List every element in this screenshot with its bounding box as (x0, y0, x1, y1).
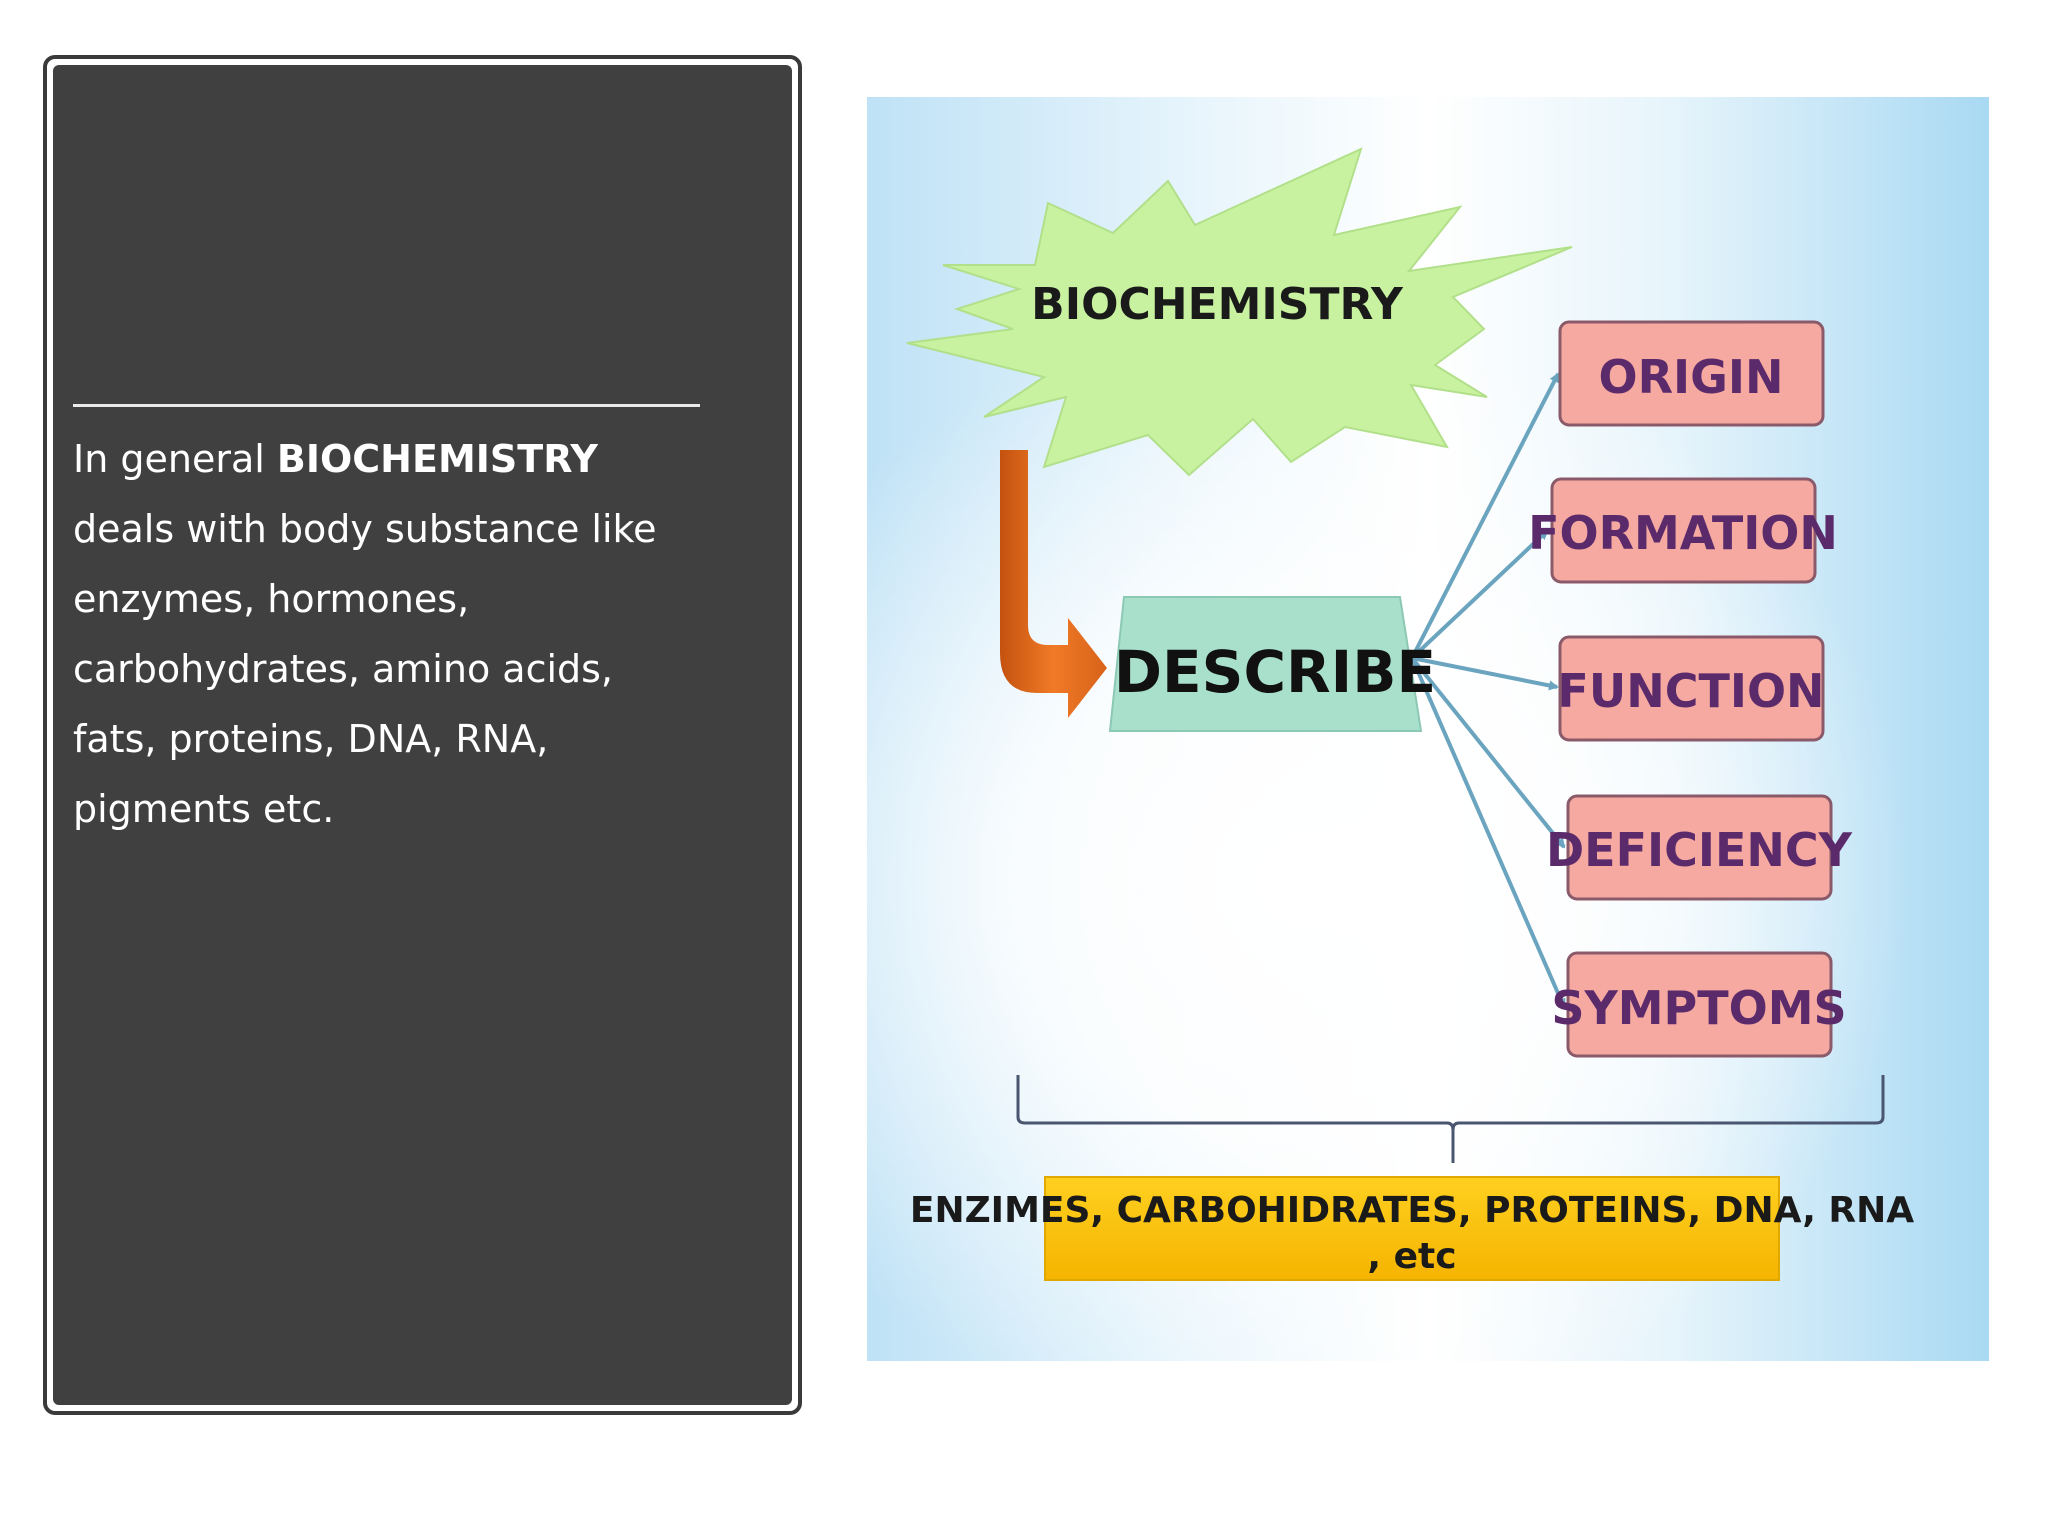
branch-function: FUNCTION (1557, 635, 1825, 742)
text-panel-background (53, 65, 792, 1405)
branch-label-formation: FORMATION (1528, 506, 1838, 560)
branch-origin: ORIGIN (1558, 320, 1825, 427)
branch-label-symptoms: SYMPTOMS (1551, 981, 1846, 1035)
text-panel (43, 55, 802, 1415)
biochemistry-diagram: BIOCHEMISTRY DESCRIBE ORIGIN FORMATION F… (867, 97, 1989, 1361)
connector-formation (1410, 529, 1549, 660)
diagram-canvas: BIOCHEMISTRY DESCRIBE ORIGIN FORMATION F… (906, 147, 1914, 1281)
orange-arrow-icon (1000, 450, 1107, 718)
paragraph-bold-term: BIOCHEMISTRY (276, 437, 598, 481)
burst-shape (906, 147, 1573, 477)
branch-formation: FORMATION (1528, 477, 1838, 584)
branch-label-deficiency: DEFICIENCY (1546, 823, 1853, 877)
connector-function (1411, 656, 1559, 691)
describe-label: DESCRIBE (1114, 638, 1436, 706)
connector-origin (1410, 372, 1560, 659)
describe-box (1108, 596, 1423, 732)
paragraph-intro: In general (73, 437, 277, 481)
footer-box (1044, 1176, 1780, 1281)
branch-deficiency: DEFICIENCY (1546, 794, 1853, 901)
panel-divider (73, 404, 700, 407)
paragraph-body: deals with body substance like enzymes, … (73, 507, 657, 831)
branch-symptoms: SYMPTOMS (1551, 951, 1847, 1058)
connector-symptoms (1410, 657, 1566, 1009)
footer-line-1: ENZIMES, CARBOHIDRATES, PROTEINS, DNA, R… (910, 1190, 1914, 1231)
connector-deficiency (1410, 656, 1566, 849)
panel-paragraph: In general BIOCHEMISTRY deals with body … (73, 424, 673, 844)
connector-lines (1410, 372, 1566, 1009)
branch-label-function: FUNCTION (1557, 664, 1824, 718)
burst-label: BIOCHEMISTRY (1031, 279, 1404, 330)
branch-label-origin: ORIGIN (1598, 350, 1783, 404)
grouping-brace (1016, 1075, 1885, 1163)
footer-line-2: , etc (1367, 1236, 1456, 1277)
